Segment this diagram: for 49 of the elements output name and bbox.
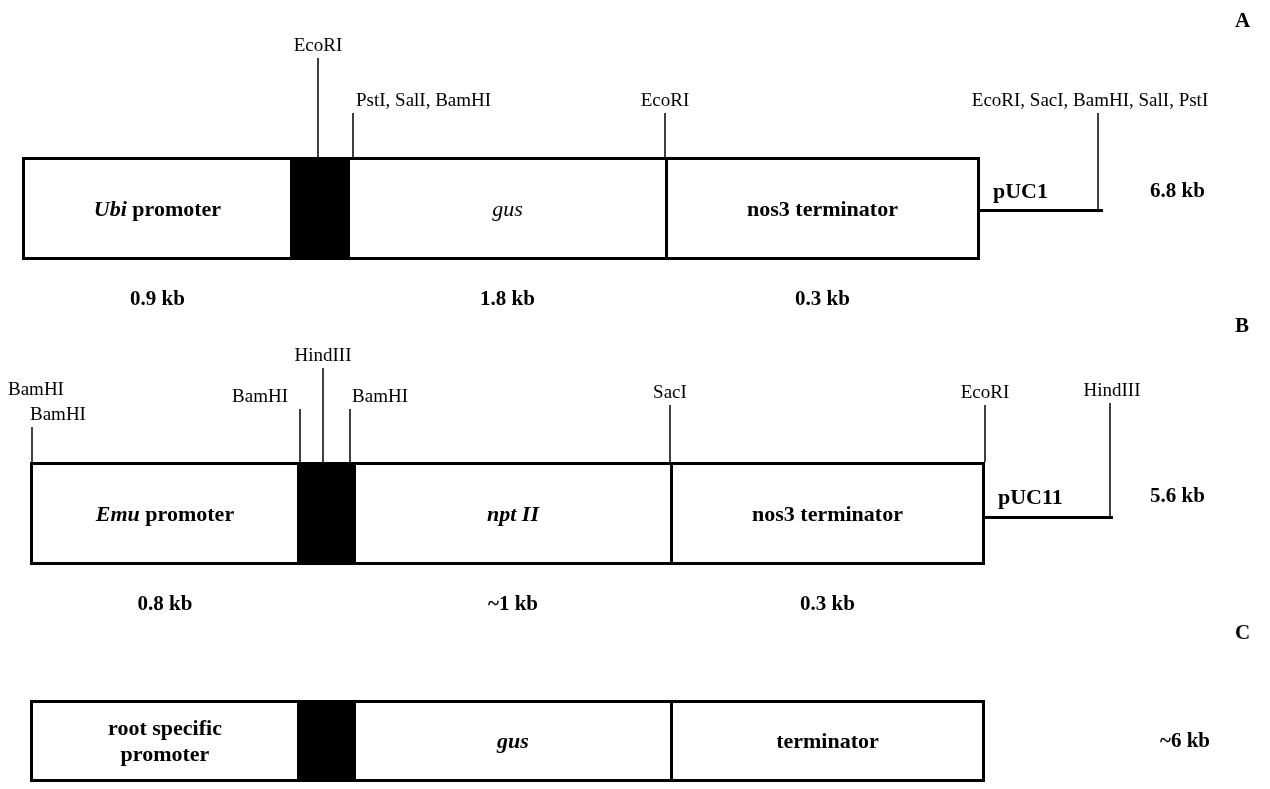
gene-segment-box: gus xyxy=(347,157,668,260)
gene-segment-box: Ubi promoter xyxy=(22,157,293,260)
construct-label: A xyxy=(1235,8,1251,32)
restriction-site-label: EcoRI, SacI, BamHI, SalI, PstI xyxy=(935,89,1245,111)
restriction-site-label: HindIII xyxy=(273,344,373,366)
construct-label: 6.8 kb xyxy=(1150,178,1205,202)
leader-line xyxy=(984,404,986,463)
restriction-site-label: EcoRI xyxy=(615,89,715,111)
restriction-site-label: EcoRI xyxy=(268,34,368,56)
leader-line xyxy=(31,426,33,463)
segment-size-label: 0.9 kb xyxy=(129,286,186,310)
vector-backbone-line: pUC11 xyxy=(982,484,1113,519)
segment-size-label: 1.8 kb xyxy=(479,286,536,310)
segment-size-label: 0.3 kb xyxy=(794,286,851,310)
restriction-site-label: SacI xyxy=(620,381,720,403)
leader-line xyxy=(1109,402,1111,517)
gene-segment-box: Emu promoter xyxy=(30,462,300,565)
construct-label: ~6 kb xyxy=(1160,728,1211,752)
restriction-site-label: BamHI xyxy=(8,377,64,401)
vector-backbone-line: pUC1 xyxy=(977,178,1103,212)
leader-line xyxy=(352,112,354,158)
gene-segment-box: nos3 terminator xyxy=(665,157,980,260)
leader-line xyxy=(669,404,671,463)
leader-line xyxy=(1097,112,1099,210)
leader-line xyxy=(664,112,666,158)
leader-line xyxy=(317,57,319,158)
restriction-site-label: BamHI xyxy=(210,385,310,407)
gene-segment-box: terminator xyxy=(670,700,985,782)
gene-segment-box: npt II xyxy=(353,462,673,565)
segment-size-label: 0.3 kb xyxy=(799,591,856,615)
segment-size-label: 0.8 kb xyxy=(136,591,194,615)
leader-line xyxy=(322,367,324,463)
gene-segment-box: root specific promoter xyxy=(30,700,300,782)
leader-line xyxy=(299,408,301,463)
segment-size-label: ~1 kb xyxy=(487,591,539,615)
restriction-site-label: PstI, SalI, BamHI xyxy=(356,89,526,111)
construct-label: 5.6 kb xyxy=(1150,483,1205,507)
gene-segment-box: nos3 terminator xyxy=(670,462,985,565)
restriction-site-label: HindIII xyxy=(1062,379,1162,401)
leader-line xyxy=(349,408,351,463)
restriction-site-label: EcoRI xyxy=(935,381,1035,403)
restriction-site-label: BamHI xyxy=(330,385,430,407)
leader-sequence-block xyxy=(290,157,350,260)
construct-label: C xyxy=(1235,620,1251,644)
leader-sequence-block xyxy=(297,462,356,565)
restriction-site-label: BamHI xyxy=(30,403,130,425)
gene-segment-box: gus xyxy=(353,700,673,782)
construct-label: B xyxy=(1235,313,1249,337)
leader-sequence-block xyxy=(297,700,356,782)
